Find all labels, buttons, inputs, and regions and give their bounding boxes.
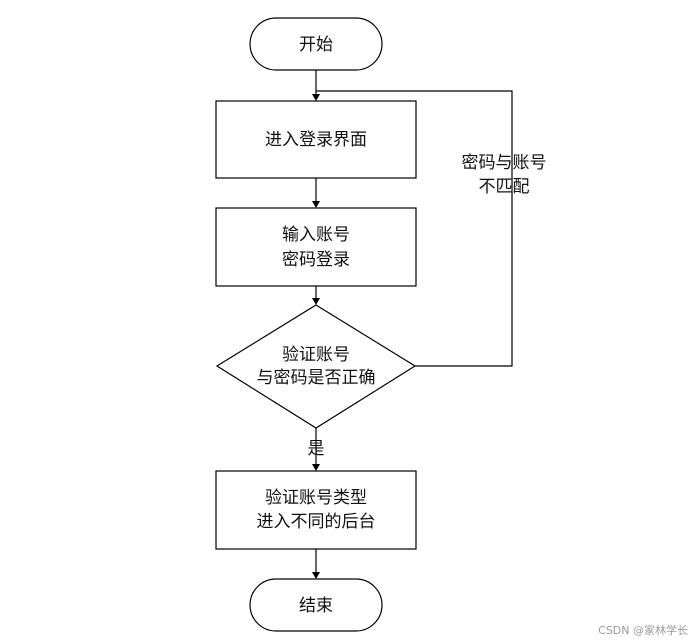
login-page-label: 进入登录界面	[265, 130, 367, 150]
verify-decision-diamond	[215, 304, 417, 429]
edge-input-to-verify-arrowhead	[312, 298, 320, 305]
edge-route-to-end	[312, 549, 320, 579]
edge-verify-loop-back-line	[316, 90, 513, 367]
edge-start-to-login	[312, 70, 320, 101]
end-node: 结束	[249, 578, 383, 632]
edge-login-to-input-arrowhead	[312, 201, 320, 208]
input-credentials-box	[215, 207, 417, 287]
edge-verify-yes-arrowhead	[312, 464, 320, 471]
input-credentials-label-line1: 输入账号	[282, 225, 350, 245]
login-page-node: 进入登录界面	[215, 100, 417, 179]
verify-decision-node: 验证账号 与密码是否正确	[215, 304, 417, 429]
csdn-watermark: CSDN @家林学长	[598, 624, 688, 637]
route-by-type-label-line2: 进入不同的后台	[257, 512, 376, 532]
edge-yes-label: 是	[308, 439, 325, 459]
input-credentials-node: 输入账号 密码登录	[215, 207, 417, 287]
route-by-type-label-line1: 验证账号类型	[265, 488, 367, 508]
start-node: 开始	[249, 17, 383, 71]
edge-start-to-login-arrowhead	[312, 94, 320, 101]
edge-input-to-verify	[312, 286, 320, 305]
verify-label-line1: 验证账号	[282, 345, 350, 365]
route-by-type-box	[215, 470, 417, 550]
end-label: 结束	[299, 596, 333, 616]
edge-no-match-label-line1: 密码与账号	[462, 153, 547, 173]
start-label: 开始	[299, 35, 333, 55]
edge-no-match-label-line2: 不匹配	[479, 177, 530, 197]
edge-route-to-end-arrowhead	[312, 572, 320, 579]
verify-label-line2: 与密码是否正确	[257, 368, 376, 388]
login-page-box	[215, 100, 417, 179]
route-by-type-node: 验证账号类型 进入不同的后台	[215, 470, 417, 550]
edge-login-to-input	[312, 178, 320, 208]
input-credentials-label-line2: 密码登录	[282, 250, 350, 270]
edge-verify-yes: 是	[308, 428, 325, 471]
edge-verify-loop-back: 密码与账号 不匹配	[316, 90, 547, 367]
